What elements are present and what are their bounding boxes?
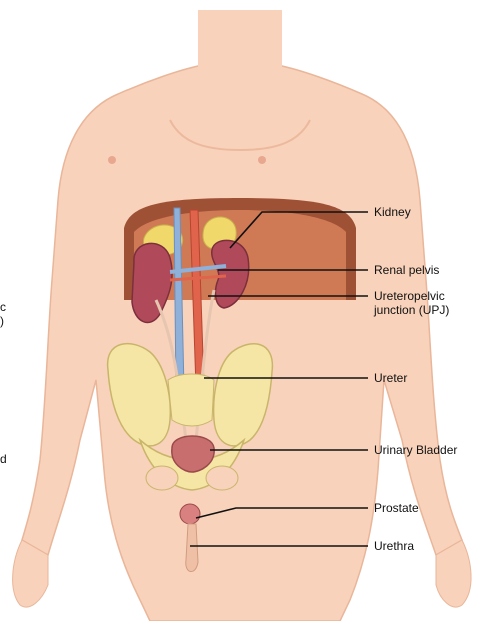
obturator-right <box>206 466 238 490</box>
nipple-left <box>108 156 116 164</box>
urethra-tube <box>186 524 198 572</box>
neck <box>198 10 282 81</box>
label-urinary-bladder: Urinary Bladder <box>374 443 457 457</box>
label-upj: Ureteropelvic junction (UPJ) <box>374 289 474 317</box>
nipple-right <box>258 156 266 164</box>
prostate-gland <box>180 504 200 524</box>
label-renal-pelvis: Renal pelvis <box>374 263 439 277</box>
label-urethra: Urethra <box>374 539 414 553</box>
obturator-left <box>146 466 178 490</box>
label-kidney: Kidney <box>374 205 411 219</box>
left-cutoff-fragment-2: d <box>0 452 7 466</box>
label-ureter: Ureter <box>374 371 407 385</box>
left-cutoff-fragment-1: c ) <box>0 300 8 328</box>
label-prostate: Prostate <box>374 501 419 515</box>
sacrum <box>168 374 214 426</box>
